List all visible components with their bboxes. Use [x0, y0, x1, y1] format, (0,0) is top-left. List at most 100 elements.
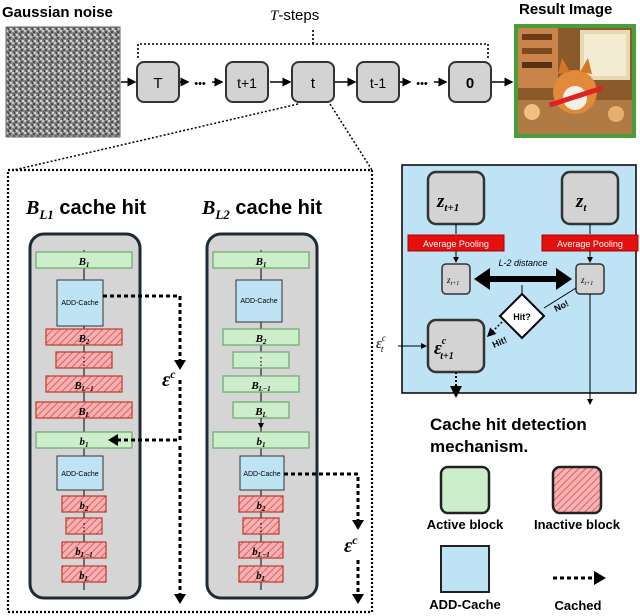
svg-text:⋮: ⋮: [79, 356, 90, 368]
right-block-B1: B1: [212, 251, 310, 269]
l2-double-arrow: [474, 268, 572, 290]
no-line: [543, 287, 577, 309]
svg-text:Inactive block: Inactive block: [534, 517, 621, 532]
z-tilde-next-box: zt+1: [441, 263, 471, 295]
detector-caption-1: Cache hit detection: [430, 415, 587, 434]
svg-text:T: T: [153, 75, 162, 92]
step-t-plus-1: t+1: [225, 61, 269, 103]
right-block-b2: b2: [238, 495, 284, 513]
svg-text:zt: zt: [575, 191, 587, 214]
step-t: t: [291, 61, 335, 103]
svg-text:⋮: ⋮: [256, 522, 267, 534]
left-block-B1: B1: [35, 251, 133, 269]
result-image: [514, 24, 636, 138]
svg-text:b2: b2: [80, 500, 90, 513]
legend-active: Active block: [427, 465, 504, 532]
svg-text:B2: B2: [255, 333, 267, 346]
ellipsis-2: •••: [416, 78, 428, 90]
left-block-b2: b2: [61, 495, 107, 513]
svg-text:ADD-Cache: ADD-Cache: [429, 597, 501, 612]
tsteps-label: T-steps: [270, 7, 319, 24]
zoom-lines: [13, 103, 373, 171]
right-add-cache-2: ADD-Cache: [239, 455, 285, 491]
svg-text:BL: BL: [254, 406, 267, 419]
legend-add-cache: ADD-Cache: [429, 545, 501, 612]
ellipsis-1: •••: [194, 78, 206, 90]
left-add-cache-2: ADD-Cache: [56, 455, 104, 491]
right-block-bdots: ⋮: [242, 517, 280, 535]
svg-text:b2: b2: [257, 500, 267, 513]
right-block-B2: B2: [222, 328, 300, 346]
svg-text:B2: B2: [78, 333, 90, 346]
svg-text:Cached: Cached: [555, 598, 602, 613]
svg-text:ADD-Cache: ADD-Cache: [61, 471, 98, 478]
z-box: zt: [560, 170, 620, 226]
svg-text:Active block: Active block: [427, 517, 504, 532]
cached-arrows: [103, 294, 360, 596]
l2-distance-label: L-2 distance: [498, 258, 547, 268]
svg-text:εct+1: εct+1: [434, 336, 454, 362]
right-add-cache-1: ADD-Cache: [235, 279, 283, 323]
step-0: 0: [448, 61, 492, 103]
hit-diamond: Hit?: [498, 292, 546, 340]
eps-c-right: εc: [344, 533, 358, 557]
svg-text:b1: b1: [257, 436, 266, 449]
right-block-bL: bL: [238, 565, 284, 583]
z-next-box: zt+1: [426, 170, 486, 226]
avg-pool-right: Average Pooling: [541, 234, 639, 252]
svg-text:zt+1: zt+1: [580, 275, 593, 287]
svg-text:ADD-Cache: ADD-Cache: [61, 300, 98, 307]
right-panel-title: BL2 cache hit: [201, 197, 322, 222]
svg-text:zt+1: zt+1: [446, 275, 459, 287]
cached-arrowheads: [108, 360, 364, 604]
svg-text:bL: bL: [256, 570, 266, 583]
hit-arrow: [486, 321, 503, 338]
svg-text:t+1: t+1: [237, 75, 257, 91]
svg-text:b1: b1: [80, 436, 89, 449]
svg-text:BL−1: BL−1: [250, 380, 270, 393]
svg-text:bL−1: bL−1: [252, 546, 270, 559]
svg-text:Hit?: Hit?: [513, 312, 531, 322]
left-block-BLm1: BL−1: [45, 375, 123, 393]
right-block-BLm1: BL−1: [222, 375, 300, 393]
left-add-cache-1: ADD-Cache: [56, 279, 104, 327]
svg-text:Average Pooling: Average Pooling: [423, 239, 489, 249]
z-tilde-box: zt+1: [575, 263, 605, 295]
svg-text:⋮: ⋮: [79, 522, 90, 534]
noise-image: [5, 26, 121, 138]
left-block-B2: B2: [45, 328, 123, 346]
svg-text:zt+1: zt+1: [436, 191, 459, 214]
svg-text:B1: B1: [255, 256, 267, 269]
left-block-BL: BL: [35, 401, 133, 419]
left-block-bdots: ⋮: [65, 517, 103, 535]
svg-text:BL−1: BL−1: [73, 380, 93, 393]
noise-label: Gaussian noise: [2, 4, 113, 21]
svg-text:ADD-Cache: ADD-Cache: [243, 471, 280, 478]
left-panel-title: BL1 cache hit: [25, 197, 146, 222]
left-block-b1: b1: [35, 431, 133, 449]
zoom-panel: [6, 168, 374, 614]
svg-text:ADD-Cache: ADD-Cache: [240, 298, 277, 305]
step-t-minus-1: t-1: [356, 61, 400, 103]
svg-text:bL−1: bL−1: [75, 546, 93, 559]
svg-text:bL: bL: [79, 570, 89, 583]
right-block-BL: BL: [232, 401, 290, 419]
result-label: Result Image: [519, 1, 612, 18]
svg-text:⋮: ⋮: [256, 356, 267, 368]
step-T: T: [136, 61, 180, 103]
detector-caption-2: mechanism.: [430, 437, 528, 456]
right-block-dots: ⋮: [232, 351, 290, 369]
legend-cached: Cached: [553, 571, 606, 613]
tsteps-bracket: [137, 30, 489, 58]
left-block-bLm1: bL−1: [61, 541, 107, 559]
svg-text:t-1: t-1: [370, 75, 387, 91]
right-block-bLm1: bL−1: [238, 541, 284, 559]
left-block-dots: ⋮: [55, 351, 113, 369]
avg-pool-left: Average Pooling: [407, 234, 505, 252]
svg-text:0: 0: [466, 75, 474, 92]
legend-inactive: Inactive block: [534, 465, 621, 532]
svg-text:t: t: [311, 75, 316, 92]
right-block-b1: b1: [212, 431, 310, 449]
